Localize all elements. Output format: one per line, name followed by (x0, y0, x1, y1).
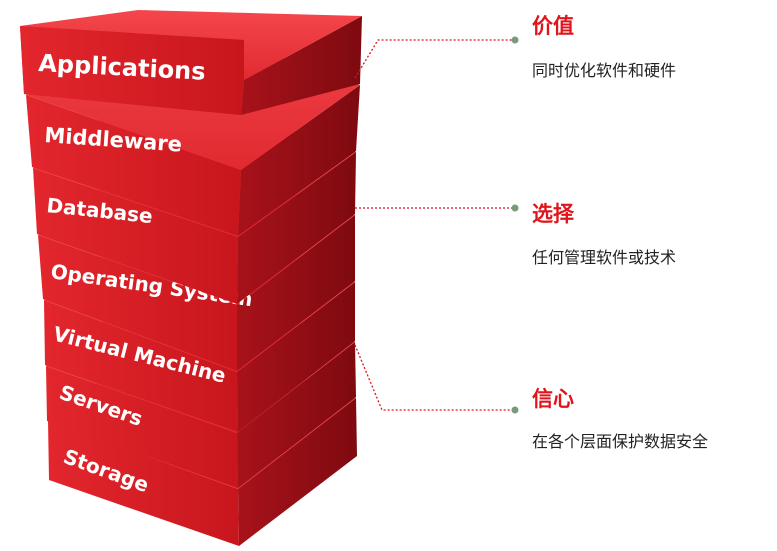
connector-value (354, 36, 519, 79)
connector-confidence (354, 344, 519, 414)
callout-title-choice: 选择 (532, 202, 574, 226)
callout-title-confidence: 信心 (532, 387, 574, 411)
callout-desc-confidence: 在各个层面保护数据安全 (532, 432, 709, 451)
callout-title-value: 价值 (532, 14, 574, 38)
connector-choice (355, 204, 519, 212)
layer-applications: Applications (20, 10, 362, 115)
callout-desc-choice: 任何管理软件或技术 (532, 248, 677, 267)
callout-desc-value: 同时优化软件和硬件 (532, 61, 677, 80)
